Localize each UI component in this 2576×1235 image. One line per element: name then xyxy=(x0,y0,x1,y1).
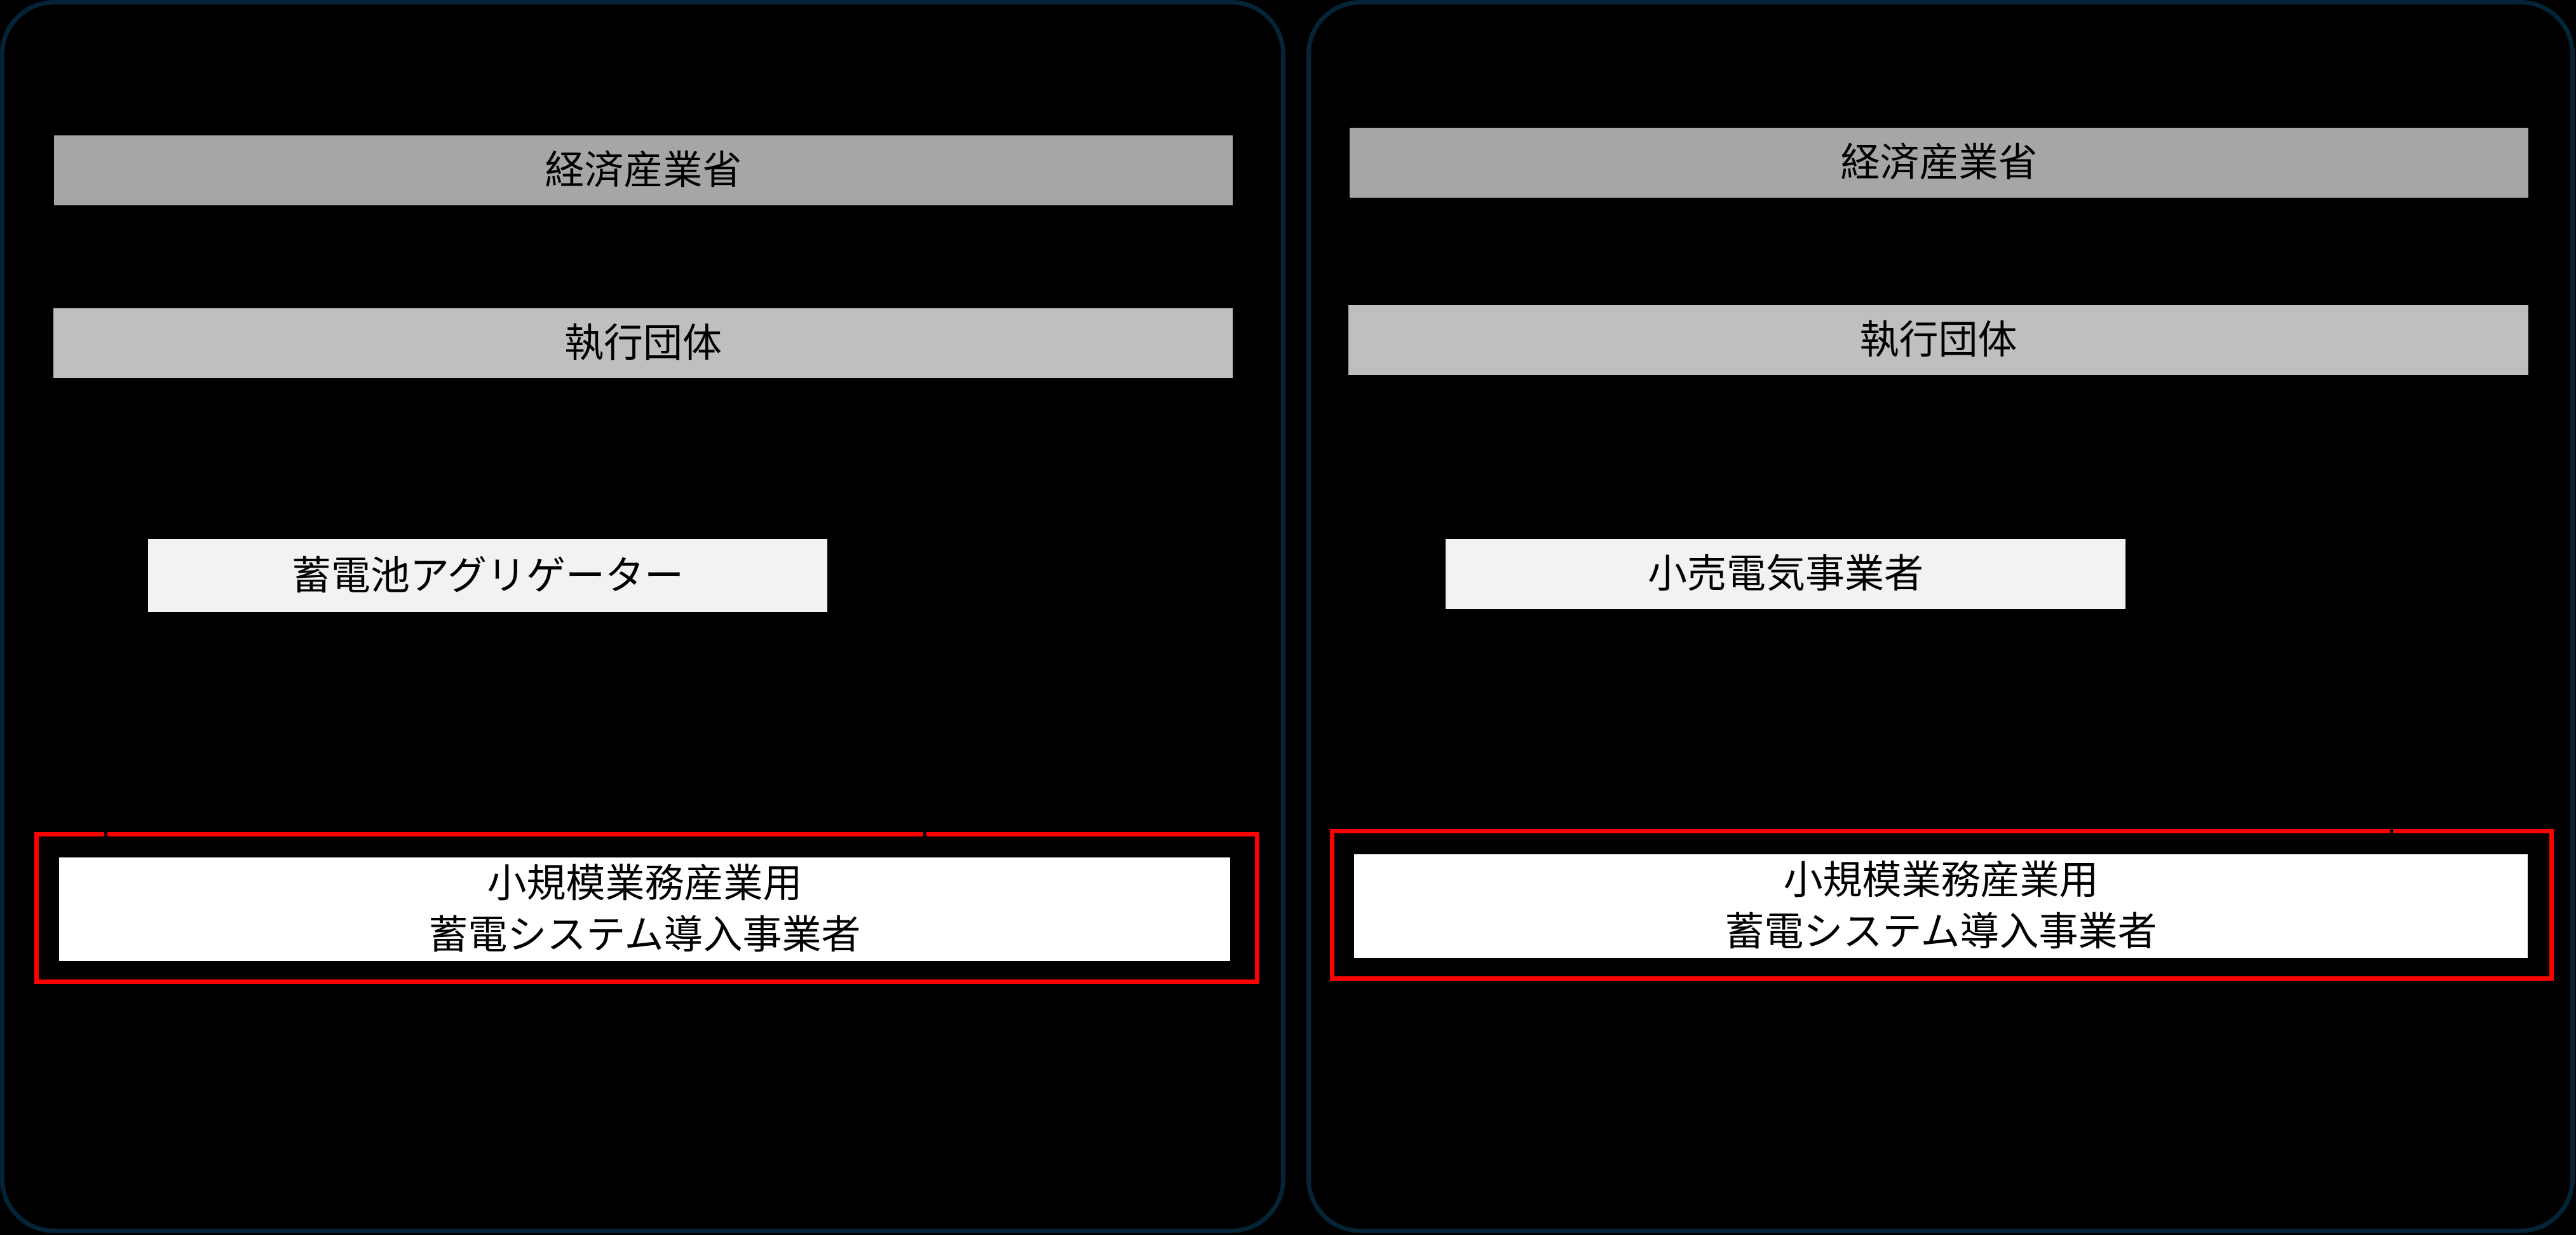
target-label-line1-left: 小規模業務産業用 xyxy=(487,859,803,906)
intermediary-box-right: 小売電気事業者 xyxy=(1446,539,2125,609)
target-box-left: 小規模業務産業用 蓄電システム導入事業者 xyxy=(59,857,1230,961)
target-label-line1-right: 小規模業務産業用 xyxy=(1783,856,2099,903)
highlight-frame-right xyxy=(1330,829,2554,981)
target-box-right: 小規模業務産業用 蓄電システム導入事業者 xyxy=(1354,854,2528,958)
connector-gap xyxy=(2390,828,2393,834)
scheme-panel-left xyxy=(0,0,1285,1233)
target-label-line2-left: 蓄電システム導入事業者 xyxy=(428,911,861,958)
intermediary-label-left: 蓄電池アグリゲーター xyxy=(292,552,684,599)
executing-body-label-right: 執行団体 xyxy=(1859,317,2017,364)
connector-gap xyxy=(104,831,107,837)
executing-body-box-left: 執行団体 xyxy=(53,308,1233,378)
executing-body-box-right: 執行団体 xyxy=(1348,305,2528,375)
executing-body-label-left: 執行団体 xyxy=(564,320,722,367)
ministry-box-left: 経済産業省 xyxy=(54,135,1233,205)
ministry-label-right: 経済産業省 xyxy=(1840,139,2038,186)
connector-gap xyxy=(923,831,926,837)
scheme-panel-right xyxy=(1306,0,2575,1233)
ministry-label-left: 経済産業省 xyxy=(545,147,742,194)
intermediary-label-right: 小売電気事業者 xyxy=(1647,550,1923,597)
target-label-line2-right: 蓄電システム導入事業者 xyxy=(1725,908,2157,955)
highlight-frame-left xyxy=(34,832,1259,984)
intermediary-box-left: 蓄電池アグリゲーター xyxy=(148,539,827,612)
ministry-box-right: 経済産業省 xyxy=(1350,128,2528,198)
